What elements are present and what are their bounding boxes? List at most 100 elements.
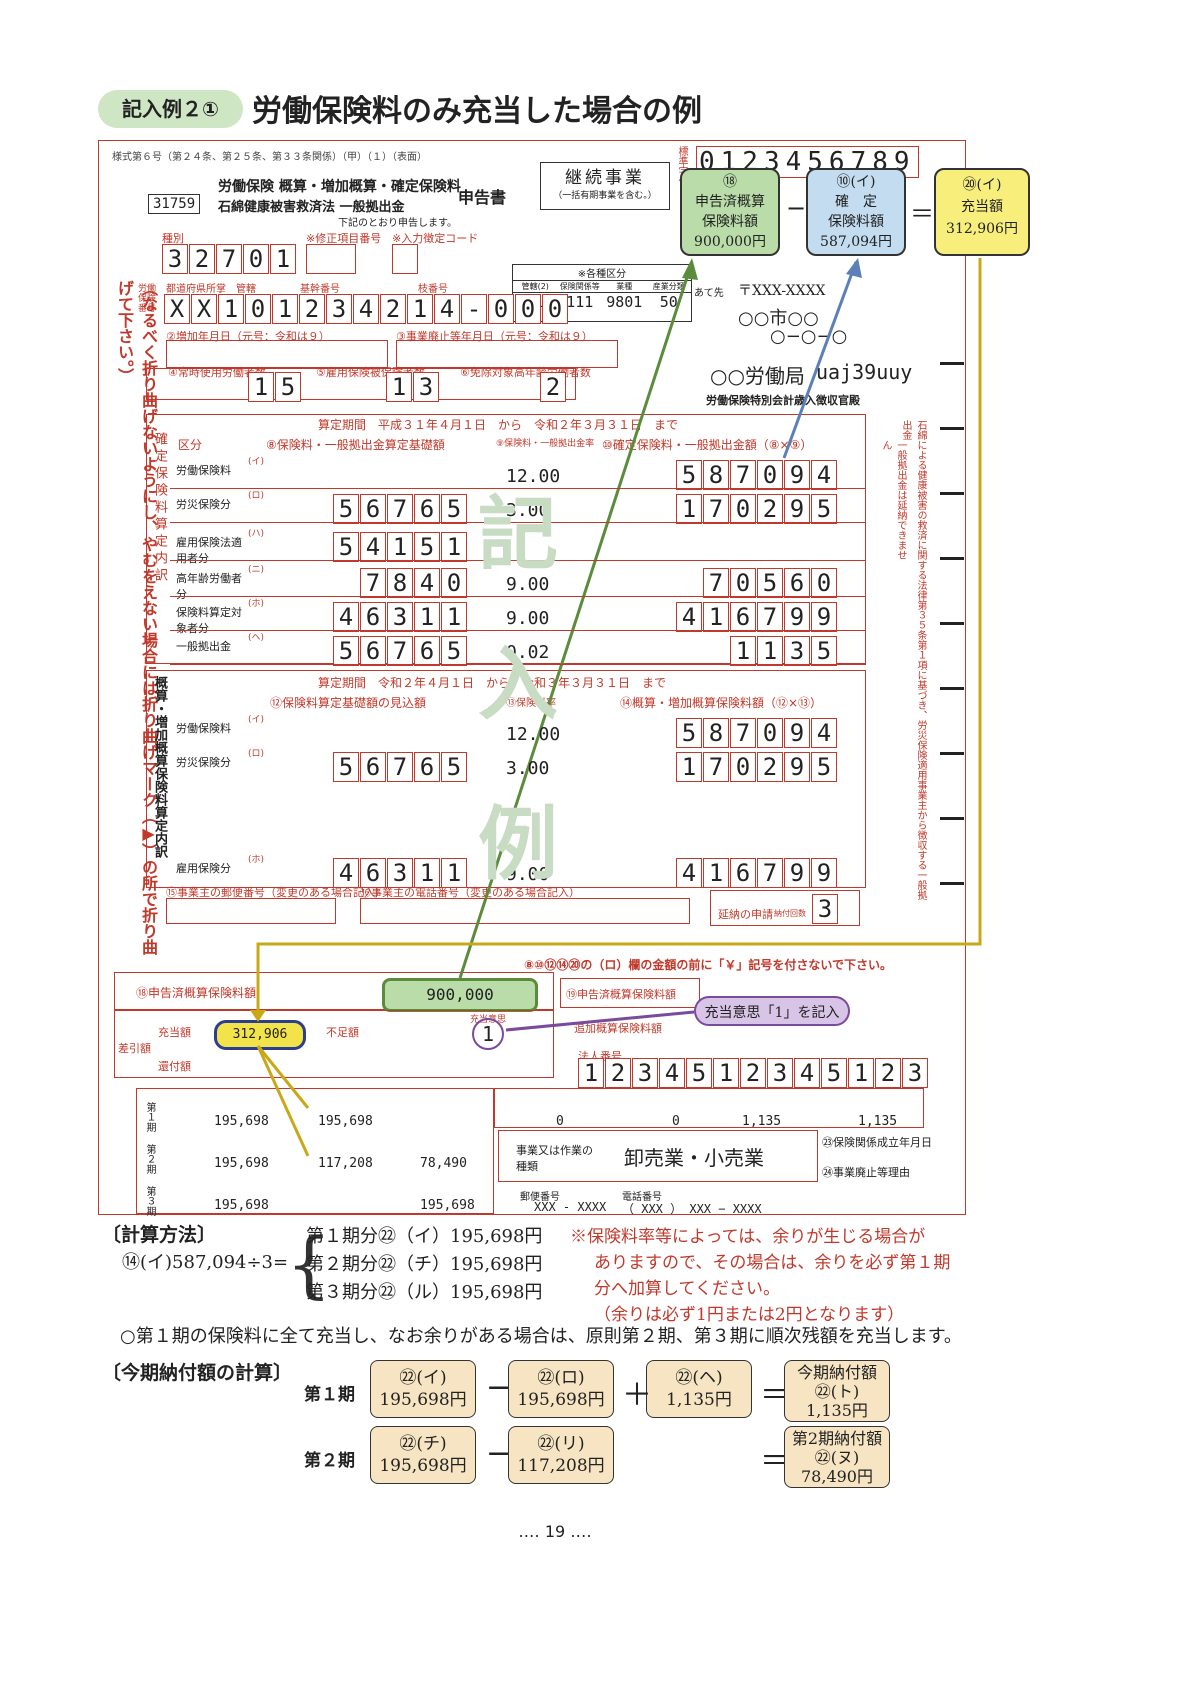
bureau-sub: 労働保険特別会計歳入徴収官殿 [706, 394, 860, 407]
postal-change-boxes[interactable] [166, 898, 336, 924]
callout-confirmed-line1: 確 定 [835, 194, 877, 210]
digit-cell: 1 [703, 858, 729, 888]
gaisan-row-name: 労働保険料 [176, 722, 231, 735]
digit-cell: 6 [360, 494, 386, 524]
misc-value-1: 0 [556, 1114, 564, 1129]
kakutei-row-mark: (ロ) [248, 491, 265, 501]
payment-box-bottom: 1,135円 [666, 1390, 732, 1410]
digit-cell: 4 [676, 602, 702, 632]
kakutei-row-rate: 12.00 [506, 466, 561, 487]
form-title-suffix: 申告書 [458, 188, 507, 207]
kakutei-row-rate: 3.00 [506, 500, 550, 521]
input-code-label: ※入力徴定コード [392, 232, 479, 245]
digit-cell: 3 [387, 858, 413, 888]
category-col-3: 産業分類 [652, 282, 685, 291]
digit-cell: 9 [784, 602, 810, 632]
gaisan-row-name: 労災保険分 [176, 756, 231, 769]
payment-result-line3: 78,490円 [801, 1467, 873, 1486]
category-col-2: 業種 [616, 282, 633, 291]
digit-cell: 6 [360, 752, 386, 782]
phone-value: （ XXX ） XXX − XXXX [622, 1202, 762, 1216]
payment-box: ㉒(ロ)195,698円 [508, 1360, 614, 1418]
payment-result-line1: 第2期納付額 [791, 1429, 883, 1448]
type-label: 種別 [162, 232, 184, 245]
payment-box-bottom: 117,208円 [517, 1456, 605, 1476]
code-box: 31759 [148, 194, 201, 214]
appropriation-value-field: 312,906 [214, 1020, 306, 1050]
payment-heading: 〔今期納付額の計算〕 [102, 1362, 293, 1384]
digit-cell: 7 [703, 494, 729, 524]
digit-cell: 7 [757, 602, 783, 632]
digit-cell: 1 [578, 1058, 604, 1088]
kakutei-row-mark: (ホ) [248, 599, 265, 609]
refund-label: 還付額 [158, 1060, 191, 1073]
digit-cell: 3 [784, 636, 810, 666]
digit-cell: 2 [740, 1058, 766, 1088]
digit-cell: 7 [703, 568, 729, 598]
col-base: ⑧保険料・一般拠出金算定基礎額 [266, 438, 445, 452]
digit-cell: 6 [360, 858, 386, 888]
equals-op: ＝ [910, 200, 934, 228]
gaisan-row-rate: 9.00 [506, 864, 550, 885]
calc-note: （余りは必ず1円または2円となります） [594, 1305, 905, 1325]
digit-cell: 9 [784, 494, 810, 524]
digit-cell: 5 [811, 752, 837, 782]
watermark-char: 例 [478, 798, 558, 891]
callout-confirmed-value: 587,094円 [820, 234, 892, 250]
business-value: 卸売業・小売業 [624, 1146, 764, 1170]
digit-cell: 1 [414, 602, 440, 632]
category-val-3: 50 [659, 293, 678, 311]
payment-result-line2: ㉒(ヌ) [814, 1448, 860, 1467]
digit-cell: 5 [686, 1058, 712, 1088]
standard-digits-label: 標準字体 [676, 146, 687, 186]
gaisan-row-rate: 12.00 [506, 724, 561, 745]
digit-cell: 2 [875, 1058, 901, 1088]
form-number: 様式第６号（第２４条、第２５条、第３３条関係）（甲）（１）（表面） [112, 152, 427, 163]
fix-item-box[interactable] [306, 244, 356, 274]
digit-cell: 6 [414, 752, 440, 782]
digit-cell: 0 [542, 294, 568, 324]
category-val-2: 9801 [606, 293, 643, 311]
misc-value-2: 0 [672, 1114, 680, 1129]
digit-cell: 1 [414, 858, 440, 888]
digit-cell: 7 [730, 718, 756, 748]
digit-cell: 0 [441, 568, 467, 598]
input-code-box[interactable] [392, 244, 418, 274]
payment-box-top: ㉒(チ) [399, 1434, 447, 1454]
calc-line: 第１期分㉒（イ）195,698円 [306, 1226, 543, 1247]
fix-item-label: ※修正項目番号 [306, 232, 382, 245]
left-side-note: （なるべく折り曲げないようにし、やむをえない場合には折り曲げマーク（▶）の所で折… [115, 280, 158, 955]
digit-cell: 1 [757, 636, 783, 666]
digit-cell: 4 [353, 294, 379, 324]
callout-confirmed: ⑩(イ) 確 定 保険料額 587,094円 [806, 168, 906, 256]
callout-declared: ⑱ 申告済概算 保険料額 900,000円 [680, 168, 780, 256]
payment-box-top: ㉒(ロ) [537, 1368, 585, 1388]
digit-cell: 0 [811, 568, 837, 598]
digit-cell: 1 [730, 636, 756, 666]
digit-cell: 0 [243, 244, 269, 274]
calc-line: 第３期分㉒（ル）195,698円 [306, 1282, 543, 1303]
digit-cell: 4 [811, 460, 837, 490]
phone-label: 電話番号 [622, 1192, 662, 1203]
digit-cell: 0 [245, 294, 271, 324]
digit-cell: 3 [162, 244, 188, 274]
form-title-line1: 労働保険 概算・増加概算・確定保険料 [218, 179, 461, 195]
address-label: あて先 [694, 288, 724, 299]
digit-cell: 5 [821, 1058, 847, 1088]
digit-cell: 1 [848, 1058, 874, 1088]
payment-op: ＋ [622, 1378, 652, 1413]
business-label: 事業又は作業の種類 [516, 1144, 593, 1173]
digit-cell: 5 [757, 568, 783, 598]
phone-change-boxes[interactable] [360, 898, 690, 924]
digit-cell: 9 [784, 752, 810, 782]
digit-cell: 5 [414, 532, 440, 562]
misc-value-3: 1,135 [742, 1114, 782, 1129]
digit-cell: 1 [676, 752, 702, 782]
block: ○−○−○ [770, 326, 848, 347]
